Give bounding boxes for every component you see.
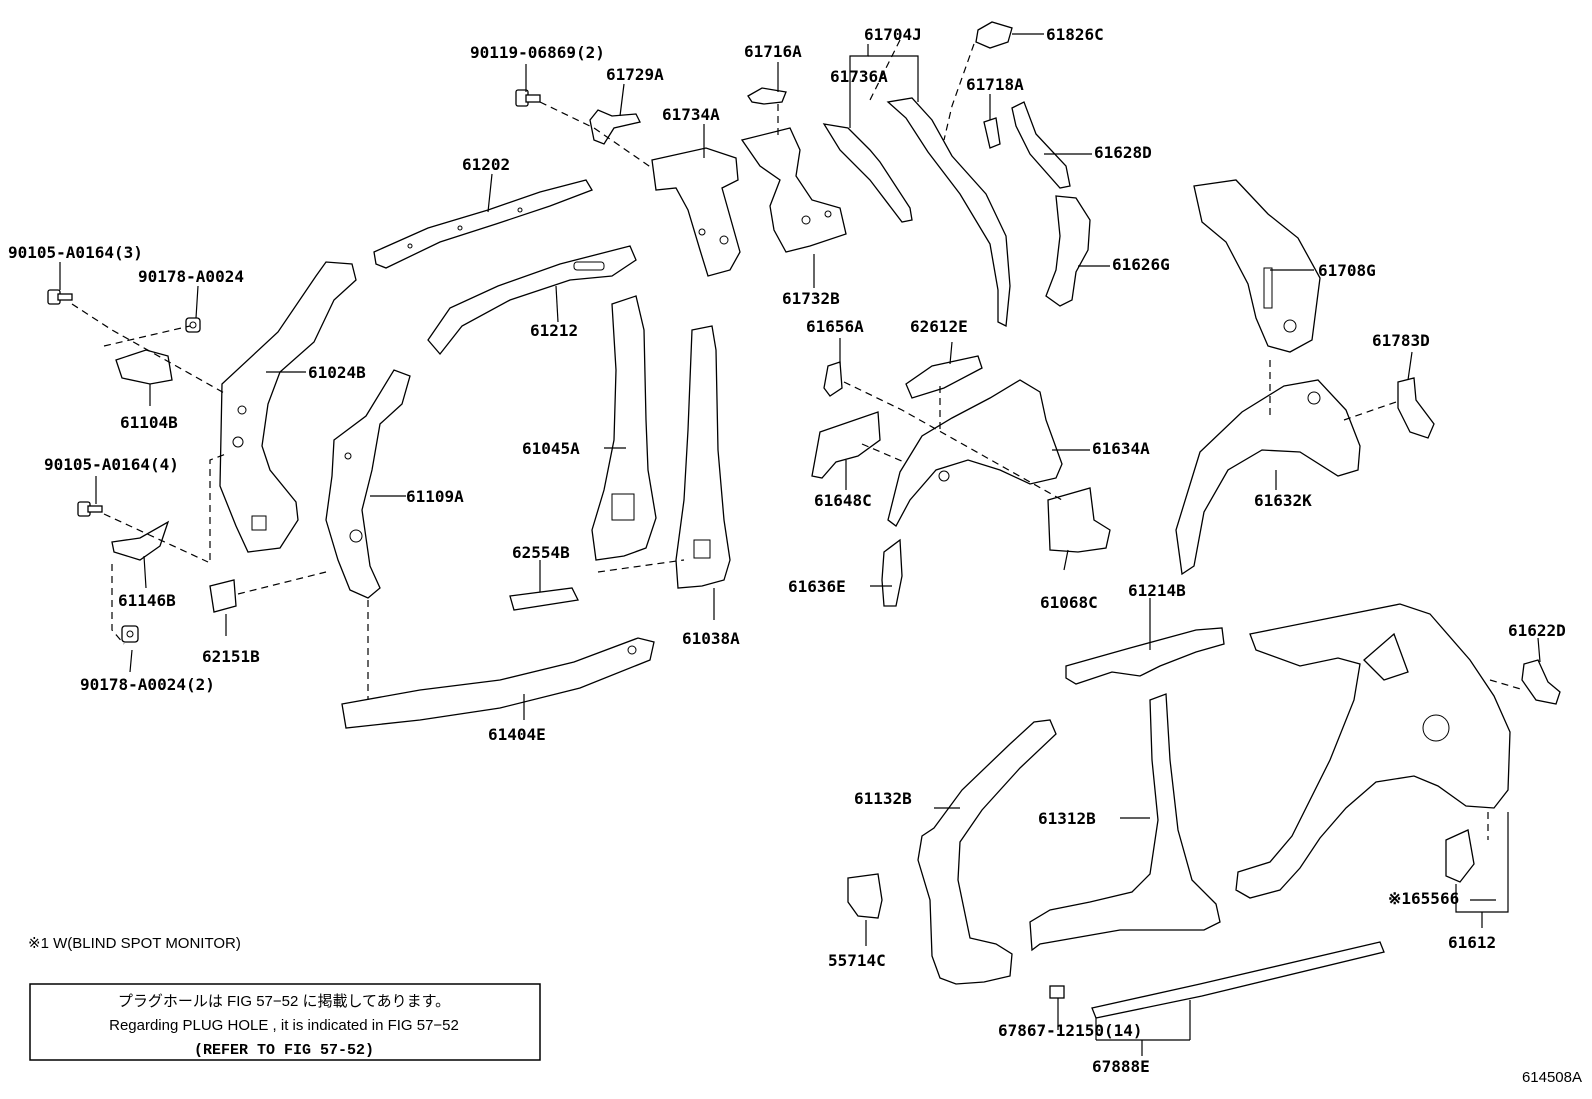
label-61146B: 61146B xyxy=(118,591,176,610)
label-61628D: 61628D xyxy=(1094,143,1152,162)
bolt-90105a xyxy=(47,289,73,305)
clip-61729A xyxy=(589,109,641,145)
label-61783D: 61783D xyxy=(1372,331,1430,350)
nut-90178b xyxy=(121,625,139,643)
label-61404E: 61404E xyxy=(488,725,546,744)
bracket-61626G xyxy=(1045,195,1091,307)
label-90105-A0164-4: 90105-A0164(4) xyxy=(44,455,179,474)
bolt-90105b xyxy=(77,501,103,517)
label-61109A: 61109A xyxy=(406,487,464,506)
label-61214B: 61214B xyxy=(1128,581,1186,600)
bracket-61716A xyxy=(747,87,787,105)
figure-id: 614508A xyxy=(1522,1069,1582,1086)
clip-67867 xyxy=(1049,985,1065,999)
label-90119-06869: 90119-06869(2) xyxy=(470,43,605,62)
strip-61628D xyxy=(1011,101,1071,189)
label-61626G: 61626G xyxy=(1112,255,1170,274)
label-61716A: 61716A xyxy=(744,42,802,61)
label-61068C: 61068C xyxy=(1040,593,1098,612)
rail-61212 xyxy=(427,245,637,356)
bracket-61636E xyxy=(881,538,903,607)
label-61636E: 61636E xyxy=(788,577,846,596)
note-blind-spot-monitor: ※1 W(BLIND SPOT MONITOR) xyxy=(28,935,241,952)
label-165566: ※165566 xyxy=(1388,889,1459,908)
label-90178-A0024-2: 90178-A0024(2) xyxy=(80,675,215,694)
label-61622D: 61622D xyxy=(1508,621,1566,640)
label-67888E: 67888E xyxy=(1092,1057,1150,1076)
bracket-61783D xyxy=(1397,377,1435,439)
label-61132B: 61132B xyxy=(854,789,912,808)
label-61104B: 61104B xyxy=(120,413,178,432)
pillar-61736A xyxy=(822,123,913,223)
panel-61734A xyxy=(651,147,741,277)
panel-61708G xyxy=(1193,179,1321,353)
label-61729A: 61729A xyxy=(606,65,664,84)
label-61202: 61202 xyxy=(462,155,510,174)
label-61736A: 61736A xyxy=(830,67,888,86)
outer-panel-61312B xyxy=(1029,693,1221,952)
label-61612: 61612 xyxy=(1448,933,1496,952)
label-90178-A0024: 90178-A0024 xyxy=(138,267,244,286)
label-61708G: 61708G xyxy=(1318,261,1376,280)
label-61732B: 61732B xyxy=(782,289,840,308)
label-61038A: 61038A xyxy=(682,629,740,648)
label-61312B: 61312B xyxy=(1038,809,1096,828)
bracket-61648C xyxy=(811,411,881,479)
pad-62151B xyxy=(209,579,237,613)
note-refer-fig: (REFER TO FIG 57-52) xyxy=(194,1042,374,1059)
label-61634A: 61634A xyxy=(1092,439,1150,458)
label-61632K: 61632K xyxy=(1254,491,1312,510)
label-61718A: 61718A xyxy=(966,75,1024,94)
label-90105-A0164-3: 90105-A0164(3) xyxy=(8,243,143,262)
leader-lines xyxy=(59,33,1541,1056)
label-61212: 61212 xyxy=(530,321,578,340)
pillar-61045A xyxy=(591,295,657,561)
housing-61632K xyxy=(1175,379,1361,576)
roof-rail-61214B xyxy=(1065,627,1225,685)
bolt-90119 xyxy=(515,89,541,107)
plug-hole-note-box xyxy=(29,983,541,1061)
molding-67888E xyxy=(1091,941,1385,1019)
label-62554B: 62554B xyxy=(512,543,570,562)
nut-90178a xyxy=(185,317,201,333)
pad-62554B xyxy=(509,587,579,611)
outer-panel-61132B xyxy=(917,719,1057,985)
note-plug-hole-jp: プラグホールは FIG 57−52 に掲載してあります。 xyxy=(118,993,450,1010)
bracket-61622D xyxy=(1521,659,1561,705)
label-61734A: 61734A xyxy=(662,105,720,124)
clip-61718A xyxy=(983,117,1001,149)
label-61704J: 61704J xyxy=(864,25,922,44)
label-61648C: 61648C xyxy=(814,491,872,510)
housing-61634A xyxy=(887,379,1063,527)
assembly-lines xyxy=(71,39,1525,840)
label-61024B: 61024B xyxy=(308,363,366,382)
quarter-panel xyxy=(1235,603,1511,899)
rail-61202 xyxy=(373,179,593,269)
bracket-61146B xyxy=(111,520,170,561)
pillar-61109A xyxy=(325,369,411,599)
notes: ※1 W(BLIND SPOT MONITOR) プラグホールは FIG 57−… xyxy=(28,935,1582,1086)
panel-61732B xyxy=(740,127,847,253)
bracket-61656A xyxy=(823,361,843,397)
note-plug-hole-en: Regarding PLUG HOLE , it is indicated in… xyxy=(109,1017,459,1034)
bracket-165566 xyxy=(1445,829,1475,883)
sill-61404E xyxy=(341,637,655,729)
pillar-61038A xyxy=(675,325,731,589)
plug-61826C xyxy=(975,21,1013,49)
label-61826C: 61826C xyxy=(1046,25,1104,44)
label-67867-12150: 67867-12150(14) xyxy=(998,1021,1143,1040)
part-labels: 90119-06869(2) 61729A 61716A 61704J 6182… xyxy=(8,25,1566,1076)
bracket-55714C xyxy=(847,873,883,919)
bracket-62612E xyxy=(905,355,983,399)
bracket-61104B xyxy=(115,349,173,385)
label-55714C: 55714C xyxy=(828,951,886,970)
pillar-61024B xyxy=(219,261,357,553)
bracket-61068C xyxy=(1047,487,1111,553)
label-62612E: 62612E xyxy=(910,317,968,336)
label-61045A: 61045A xyxy=(522,439,580,458)
pillar-61704J xyxy=(886,97,1011,328)
label-61656A: 61656A xyxy=(806,317,864,336)
label-62151B: 62151B xyxy=(202,647,260,666)
